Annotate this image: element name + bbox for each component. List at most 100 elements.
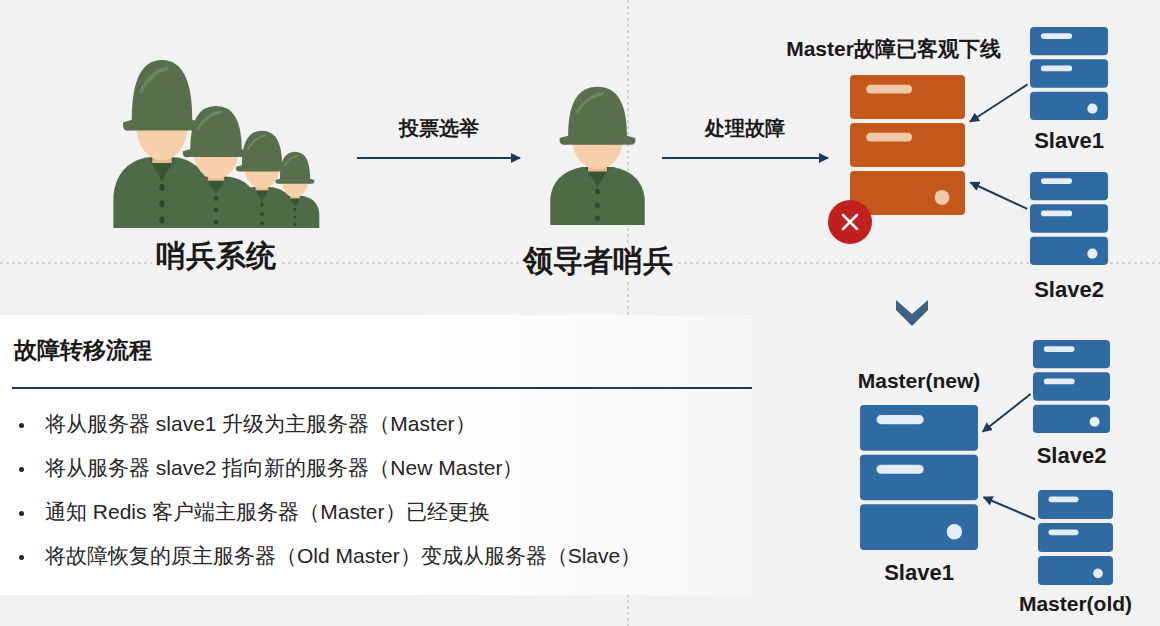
server-node: Slave2 xyxy=(1033,340,1110,433)
connector-arrow xyxy=(662,157,828,159)
server-bar xyxy=(1041,66,1072,72)
soldier-button xyxy=(159,216,164,223)
connector-arrow xyxy=(357,157,520,159)
server-unit xyxy=(850,75,965,119)
soldier-button xyxy=(595,202,600,208)
bullet-dot xyxy=(19,511,24,516)
server-unit xyxy=(1033,405,1110,433)
bullet-dot xyxy=(19,423,24,428)
node-label: Master故障已客观下线 xyxy=(782,36,1005,61)
server-unit xyxy=(1033,372,1110,400)
helmet-shine xyxy=(198,112,222,130)
soldier-figure xyxy=(550,87,645,225)
sentinel-node: 领导者哨兵 xyxy=(545,80,650,225)
helmet-shine xyxy=(284,155,298,166)
node-label: 哨兵系统 xyxy=(152,238,280,274)
down-chevron xyxy=(896,300,928,326)
server-icon xyxy=(850,75,965,215)
helmet-shine xyxy=(577,93,604,113)
connector-arrow xyxy=(970,183,1027,209)
soldier-helmet xyxy=(236,131,288,172)
server-bar xyxy=(1044,346,1075,352)
edge-label: 投票选举 xyxy=(395,116,483,140)
node-label: Slave2 xyxy=(1033,443,1111,469)
step-text: 将从服务器 slave1 升级为主服务器（Master） xyxy=(45,411,476,436)
node-label: Slave2 xyxy=(1030,277,1108,303)
server-led xyxy=(1093,569,1103,579)
soldier-helmet xyxy=(275,152,314,184)
node-label: 领导者哨兵 xyxy=(519,243,677,279)
server-led xyxy=(1090,417,1100,427)
server-bar xyxy=(877,465,924,474)
server-bar xyxy=(1041,33,1072,39)
server-node: Slave2 xyxy=(1030,172,1108,265)
helmet-shine xyxy=(140,68,168,92)
server-icon xyxy=(1030,27,1108,120)
server-bar xyxy=(866,85,912,94)
server-unit xyxy=(860,405,978,451)
server-icon xyxy=(860,405,978,550)
server-unit xyxy=(1038,556,1113,585)
server-bar xyxy=(877,415,924,424)
server-unit xyxy=(860,455,978,501)
server-node: Master(old) xyxy=(1038,490,1113,585)
failure-mark xyxy=(828,200,872,244)
server-unit xyxy=(1030,92,1108,120)
server-unit xyxy=(1038,523,1113,552)
failure-cross xyxy=(843,215,857,229)
soldier-button xyxy=(595,216,600,222)
soldier-button xyxy=(260,212,264,216)
server-unit xyxy=(1030,27,1108,55)
node-label: Slave1 xyxy=(880,560,958,586)
server-unit xyxy=(850,123,965,167)
edge-label: 处理故障 xyxy=(701,116,789,140)
server-bar xyxy=(1041,211,1072,217)
soldier-button xyxy=(214,208,219,213)
helmet-shine xyxy=(248,135,267,149)
server-unit xyxy=(1030,59,1108,87)
bullet-dot xyxy=(19,555,24,560)
panel-heading: 故障转移流程 xyxy=(14,337,152,365)
soldier-button xyxy=(260,203,264,207)
server-node: Master(new)Slave1 xyxy=(860,405,978,550)
soldier-button xyxy=(595,189,600,195)
process-panel: 故障转移流程将从服务器 slave1 升级为主服务器（Master） 将从服务器 … xyxy=(0,315,752,595)
soldier-helmet xyxy=(123,60,201,131)
soldier-helmet xyxy=(183,106,249,157)
connector-arrow xyxy=(984,497,1036,519)
soldier-button xyxy=(159,200,164,207)
server-node: Master故障已客观下线 xyxy=(850,75,965,215)
server-led xyxy=(935,190,950,205)
connector-arrow xyxy=(970,84,1027,121)
soldier-button xyxy=(214,196,219,201)
server-led xyxy=(1087,104,1097,114)
step-text: 将从服务器 slave2 指向新的服务器（New Master） xyxy=(45,455,523,480)
sentinel-node: 哨兵系统 xyxy=(108,48,324,228)
server-bar xyxy=(866,133,912,142)
server-unit xyxy=(1033,340,1110,368)
soldier-illustration xyxy=(545,80,650,225)
server-bar xyxy=(1049,529,1079,535)
server-unit xyxy=(860,504,978,550)
server-icon xyxy=(1033,340,1110,433)
soldier-button xyxy=(214,220,219,225)
step-text: 将故障恢复的原主服务器（Old Master）变成从服务器（Slave） xyxy=(45,543,641,568)
soldier-button xyxy=(159,184,164,191)
heading-rule xyxy=(12,387,752,389)
soldier-helmet xyxy=(560,87,636,145)
server-icon xyxy=(1038,490,1113,585)
node-label: Master(old) xyxy=(1015,591,1136,616)
node-label: Master(new) xyxy=(854,368,985,393)
server-unit xyxy=(1030,172,1108,200)
server-node: Slave1 xyxy=(1030,27,1108,120)
server-bar xyxy=(1044,379,1075,385)
soldier-button xyxy=(260,221,264,225)
server-unit xyxy=(1030,204,1108,232)
server-icon xyxy=(1030,172,1108,265)
server-unit xyxy=(1038,490,1113,519)
server-bar xyxy=(1049,496,1079,502)
node-label: Slave1 xyxy=(1030,128,1108,154)
soldier-button xyxy=(294,215,297,218)
